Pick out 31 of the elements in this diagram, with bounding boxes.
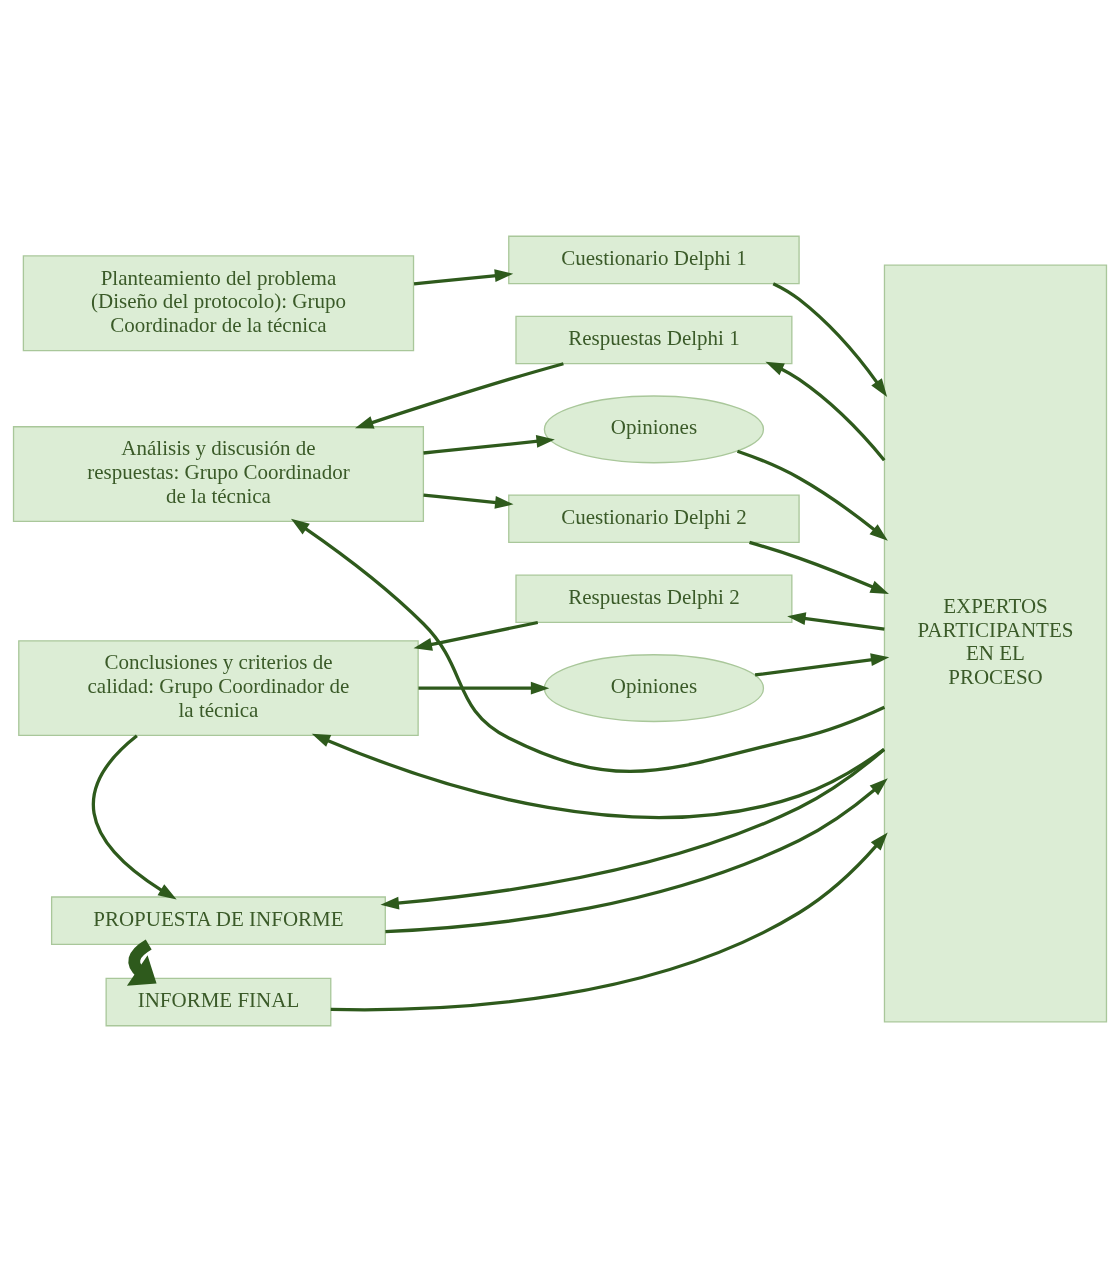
arrow — [754, 652, 890, 677]
node-box: Análisis y discusión de respuestas: Grupo Coordinador de la técnica — [12, 425, 425, 522]
arrow — [290, 518, 886, 773]
node-box: Respuestas Delphi 1 — [515, 315, 793, 364]
node-box: Cuestionario Delphi 2 — [508, 493, 800, 543]
arrow — [380, 747, 886, 910]
node-box: Conclusiones y criterios de calidad: Grupo Coordinador de la técnica — [18, 639, 419, 736]
node-box: Respuestas Delphi 2 — [515, 574, 793, 623]
arrow — [330, 831, 888, 1011]
arrow — [749, 540, 889, 594]
node-box: Planteamiento del problema (Diseño del protocolo): Grupo Coordinador de la técnica — [22, 254, 415, 351]
node-ellipse: Opiniones — [543, 653, 765, 722]
node-box: INFORME FINAL — [105, 977, 332, 1026]
arrow — [765, 361, 886, 461]
arrow — [413, 620, 539, 651]
arrow — [787, 611, 885, 631]
arrow — [311, 733, 886, 819]
node-box: EXPERTOS PARTICIPANTES EN EL PROCESO — [883, 264, 1108, 1022]
arrow — [355, 361, 564, 429]
arrow — [126, 939, 157, 986]
arrow — [736, 449, 888, 541]
arrow — [413, 268, 514, 285]
arrow — [423, 434, 555, 455]
node-ellipse: Opiniones — [543, 394, 765, 463]
node-box: PROPUESTA DE INFORME — [50, 895, 386, 945]
node-box: Cuestionario Delphi 1 — [508, 235, 800, 284]
arrow — [423, 492, 514, 509]
arrow — [91, 734, 177, 899]
arrow — [772, 281, 888, 397]
arrow — [385, 777, 888, 933]
arrow — [418, 681, 550, 695]
